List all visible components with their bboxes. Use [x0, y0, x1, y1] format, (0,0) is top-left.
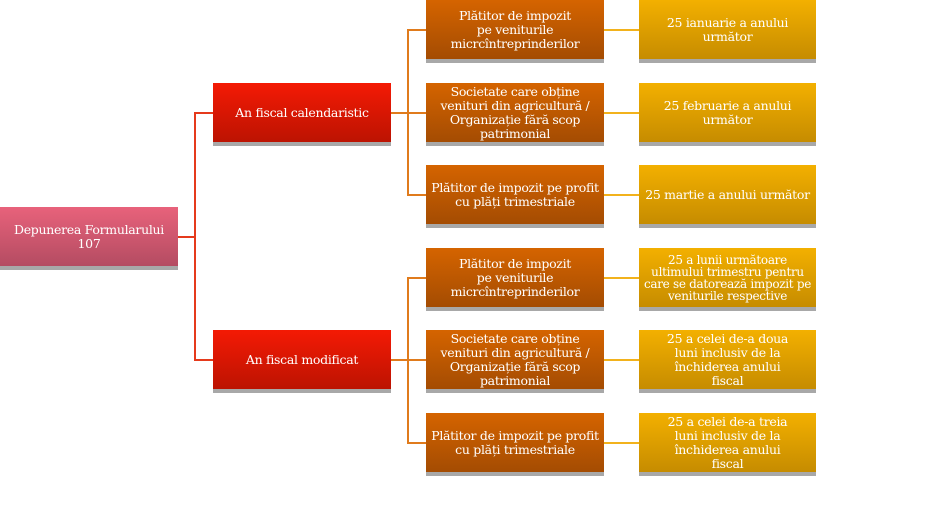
connector: [194, 359, 213, 361]
deadline-node: 25 a celei de-a treia luni inclusiv de l…: [639, 413, 816, 472]
root-node: Depunerea Formularului 107: [0, 207, 178, 266]
connector: [407, 277, 426, 279]
category-node: Plătitor de impozit pe profit cu plăți t…: [426, 165, 604, 224]
connector: [407, 442, 426, 444]
connector: [604, 194, 639, 196]
connector: [194, 112, 196, 361]
category-node: Societate care obține venituri din agric…: [426, 330, 604, 389]
connector: [407, 29, 409, 196]
category-node: Plătitor de impozit pe veniturile micrcî…: [426, 248, 604, 307]
connector: [604, 442, 639, 444]
connector: [407, 29, 426, 31]
category-node: Plătitor de impozit pe profit cu plăți t…: [426, 413, 604, 472]
deadline-node: 25 ianuarie a anului următor: [639, 0, 816, 59]
deadline-node: 25 martie a anului următor: [639, 165, 816, 224]
branch-modified-year: An fiscal modificat: [213, 330, 391, 389]
connector: [194, 112, 213, 114]
connector: [178, 236, 195, 238]
deadline-node: 25 februarie a anului următor: [639, 83, 816, 142]
deadline-node: 25 a celei de-a doua luni inclusiv de la…: [639, 330, 816, 389]
connector: [604, 277, 639, 279]
connector: [407, 277, 409, 444]
connector: [407, 194, 426, 196]
category-node: Plătitor de impozit pe veniturile micrcî…: [426, 0, 604, 59]
connector: [604, 29, 639, 31]
connector: [604, 112, 639, 114]
deadline-node: 25 a lunii următoare ultimului trimestru…: [639, 248, 816, 307]
category-node: Societate care obține venituri din agric…: [426, 83, 604, 142]
branch-calendar-year: An fiscal calendaristic: [213, 83, 391, 142]
connector: [604, 359, 639, 361]
